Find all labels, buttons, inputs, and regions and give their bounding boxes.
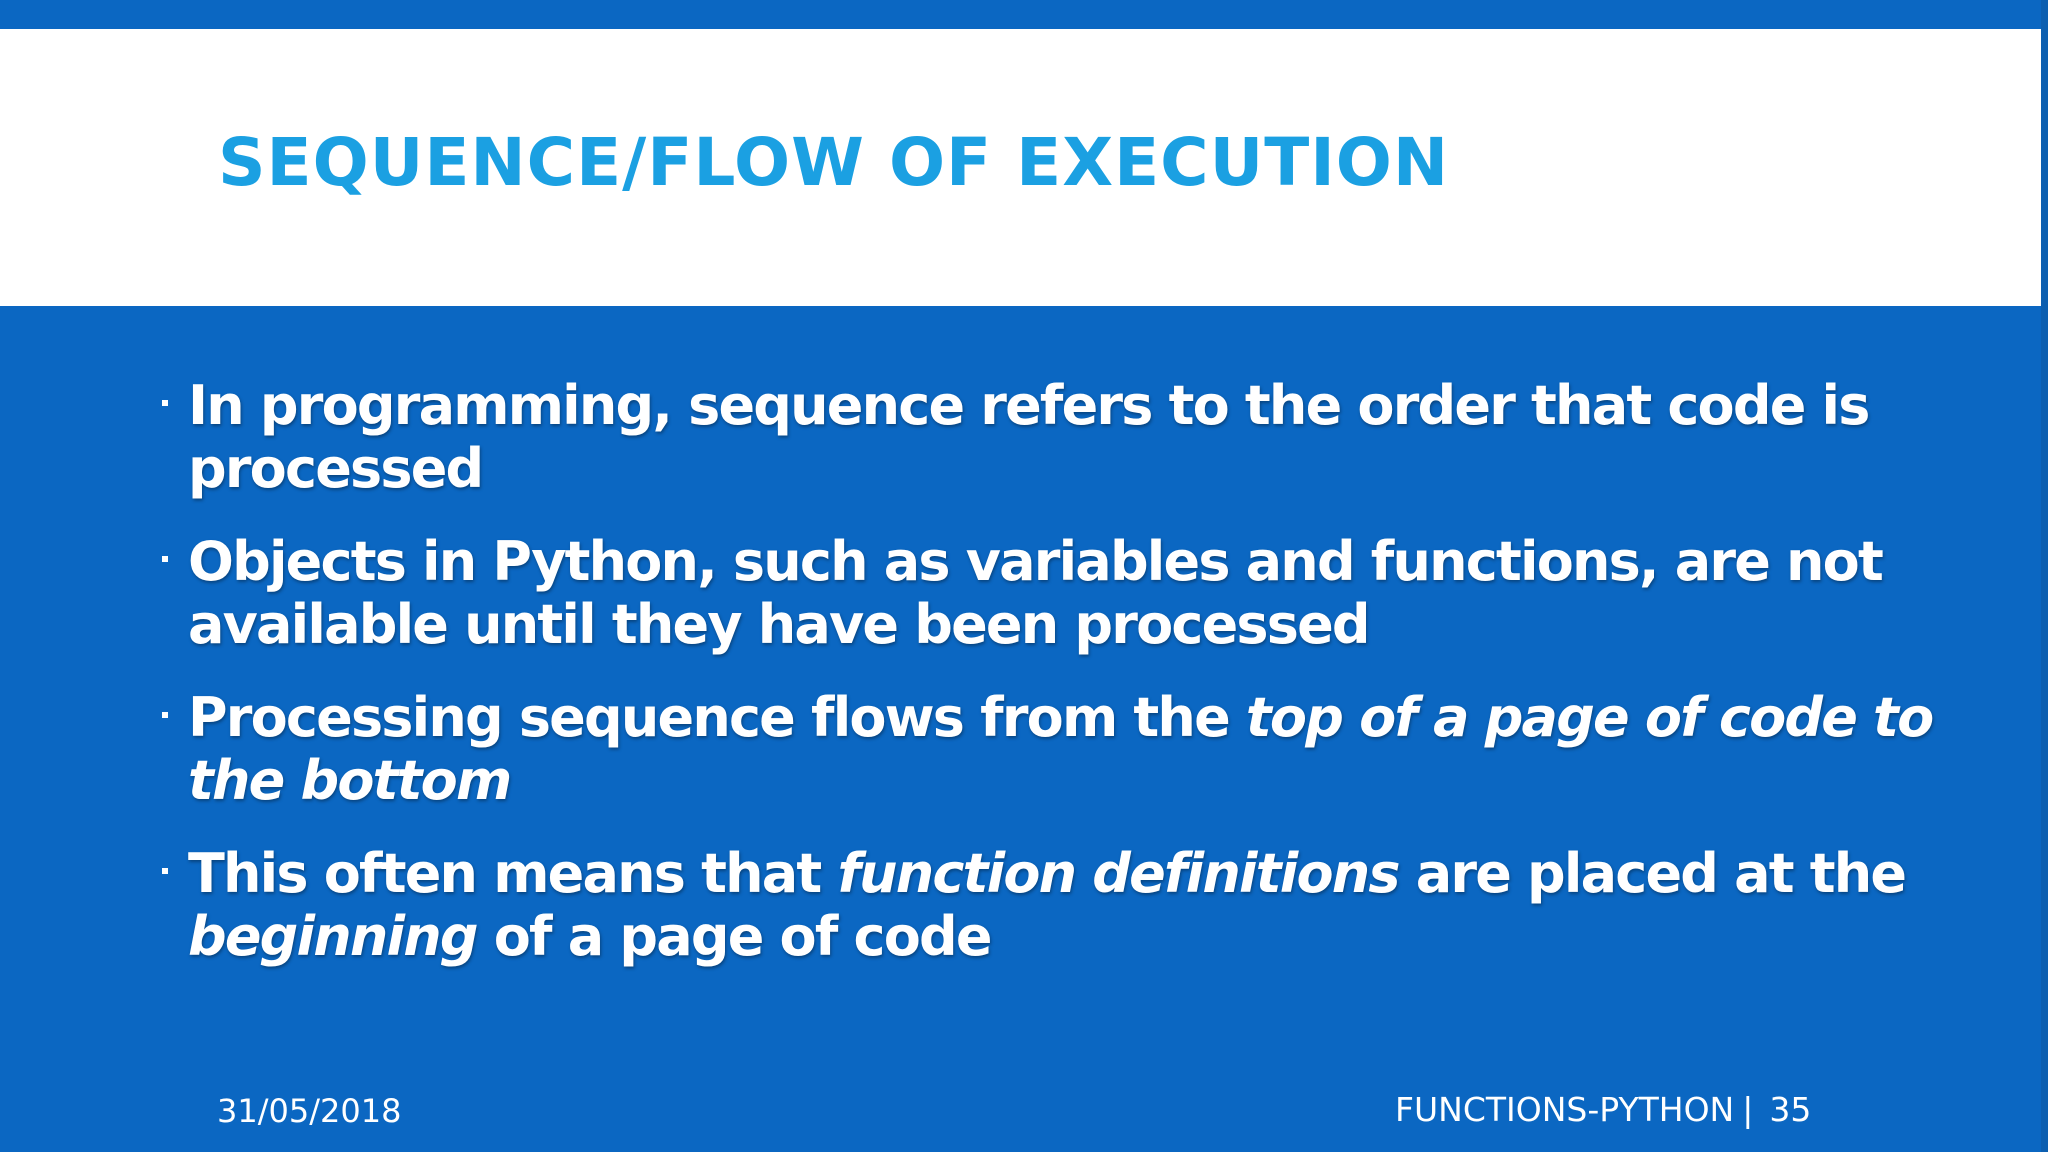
title-area: [0, 29, 2048, 306]
bullet-marker-icon: [162, 556, 168, 562]
bullet-item: Objects in Python, such as variables and…: [160, 530, 1950, 656]
bullet-item: In programming, sequence refers to the o…: [160, 374, 1950, 500]
bullet-item: This often means that function definitio…: [160, 842, 1950, 968]
bullet-text: Processing sequence flows from the: [188, 686, 1246, 749]
bullet-item: Processing sequence flows from the top o…: [160, 686, 1950, 812]
bullet-text: This often means that: [188, 842, 838, 905]
footer-separator: |: [1742, 1090, 1754, 1129]
footer-right: FUNCTIONS-PYTHON| 35: [1395, 1090, 1811, 1129]
slide-title: SEQUENCE/FLOW OF EXECUTION: [218, 124, 1450, 201]
bullet-text: In programming, sequence refers to the o…: [188, 374, 1870, 500]
bullet-marker-icon: [162, 868, 168, 874]
page-number: 35: [1769, 1090, 1812, 1129]
bullet-text-emphasis: beginning: [188, 905, 479, 968]
footer-label: FUNCTIONS-PYTHON: [1395, 1090, 1735, 1129]
bullet-text: Objects in Python, such as variables and…: [188, 530, 1884, 656]
bullet-text-emphasis: top of a page of code to the bottom: [188, 686, 1934, 812]
right-edge-strip: [2041, 0, 2048, 1152]
bullet-text: are placed at the: [1398, 842, 1907, 905]
footer-date: 31/05/2018: [217, 1092, 402, 1130]
bullet-marker-icon: [162, 712, 168, 718]
bullet-list: In programming, sequence refers to the o…: [160, 374, 1950, 998]
bullet-text-emphasis: function definitions: [837, 842, 1400, 905]
bullet-text: of a page of code: [476, 905, 993, 968]
bullet-marker-icon: [162, 400, 168, 406]
top-band: [0, 0, 2048, 29]
